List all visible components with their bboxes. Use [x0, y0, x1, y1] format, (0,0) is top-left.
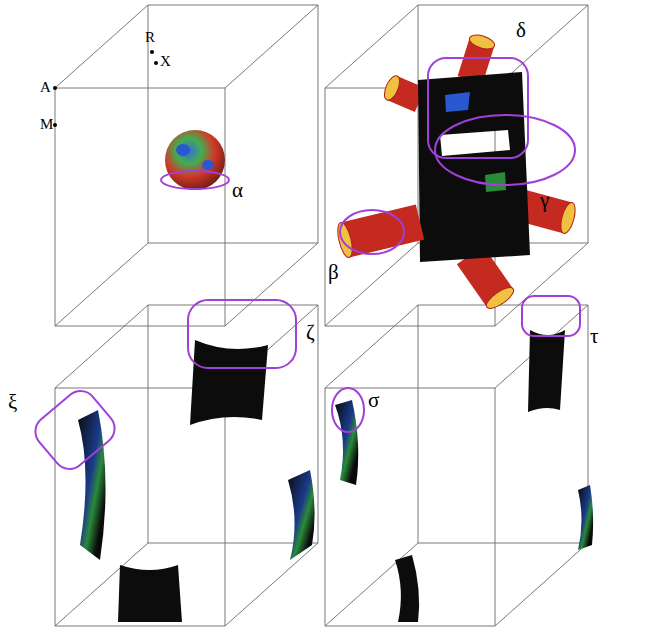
zone-edge — [418, 305, 588, 306]
zone-edge — [418, 543, 588, 544]
sheets — [78, 330, 593, 622]
zone-edge — [325, 388, 326, 626]
sheet-label: ζ — [306, 322, 315, 343]
zone-edge — [148, 305, 149, 543]
sheet-label: γ — [540, 190, 549, 211]
symmetry-label: X — [160, 54, 171, 69]
zone-edge — [148, 543, 318, 544]
zone-edge — [225, 388, 226, 626]
zone-edge — [148, 305, 318, 306]
fermi-sheet — [288, 470, 315, 560]
zone-edge — [495, 388, 496, 626]
zone-edge — [325, 88, 326, 326]
zone-edge — [225, 88, 226, 326]
zone-edge — [418, 5, 588, 6]
alpha-patch — [176, 144, 190, 156]
delta-patch — [485, 172, 506, 192]
gamma-outline — [435, 115, 575, 185]
beta-cylinder-end — [381, 74, 402, 103]
zeta-outline — [188, 300, 296, 368]
zone-box — [325, 305, 588, 626]
fermi-sheet — [190, 340, 268, 425]
zone-edge — [325, 243, 418, 326]
zone-edge — [55, 243, 148, 326]
zone-edge — [148, 5, 318, 6]
symmetry-label: A — [40, 80, 51, 95]
sheet-label: α — [232, 180, 243, 201]
zone-edge — [318, 305, 319, 543]
zone-edge — [55, 305, 148, 388]
zone-edge — [325, 5, 418, 88]
zone-edge — [318, 5, 319, 243]
zone-edge — [55, 388, 56, 626]
delta-patch — [445, 92, 470, 112]
zone-edge — [225, 243, 318, 326]
sheet-label: σ — [368, 390, 379, 411]
alpha-patch — [202, 160, 214, 170]
zone-box — [55, 305, 318, 626]
beta-cylinder — [341, 204, 424, 257]
beta-outline — [340, 210, 404, 254]
beta-cylinder-end — [468, 32, 496, 51]
zone-edge — [55, 326, 225, 327]
sigma-outline — [332, 388, 364, 432]
alpha-outline — [161, 171, 229, 189]
fermi-sheet — [395, 555, 419, 622]
fermi-sheet — [335, 400, 358, 485]
symmetry-point — [150, 50, 154, 54]
fermi-sheet — [578, 485, 593, 550]
sheet-label: δ — [516, 20, 526, 41]
sheet-label: τ — [590, 326, 598, 347]
delta-outline — [428, 58, 528, 158]
alpha-pocket — [165, 130, 225, 190]
fermi-sheet — [118, 565, 182, 622]
zone-edge — [418, 5, 419, 243]
zone-edge — [495, 543, 588, 626]
beta-cylinder-end — [483, 284, 516, 312]
symmetry-point — [53, 86, 57, 90]
delta-frame — [418, 72, 530, 262]
zone-edge — [55, 88, 225, 89]
tau-outline — [522, 296, 580, 336]
sheet-label: ξ — [8, 392, 17, 413]
symmetry-point — [53, 123, 57, 127]
xi-outline — [29, 385, 121, 476]
zone-edge — [55, 5, 148, 88]
zone-edge — [225, 5, 318, 88]
symmetry-label: M — [40, 117, 53, 132]
sheet-label: β — [328, 262, 339, 283]
beta-cylinder-end — [558, 201, 578, 235]
zone-box — [325, 5, 588, 326]
zone-edge — [148, 243, 318, 244]
fermi-sheet — [78, 410, 106, 560]
zone-edge — [588, 5, 589, 243]
zone-edge — [418, 305, 419, 543]
zone-edge — [325, 326, 495, 327]
beta-cylinder-end — [335, 221, 355, 259]
zone-edge — [325, 626, 495, 627]
symmetry-point — [154, 61, 158, 65]
symmetry-label: R — [145, 30, 155, 45]
zone-edge — [225, 543, 318, 626]
zone-box — [55, 5, 318, 326]
zone-edge — [325, 305, 418, 388]
fermi-sheet — [528, 330, 565, 412]
zone-edge — [55, 626, 225, 627]
